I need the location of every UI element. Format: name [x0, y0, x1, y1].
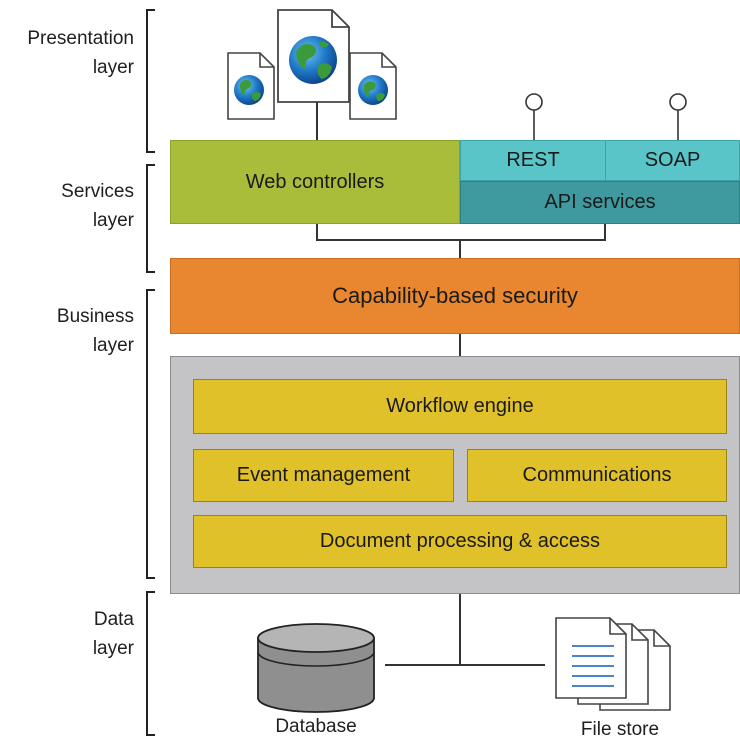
- soap-endpoint-icon: [669, 93, 687, 140]
- data-connector: [459, 594, 461, 665]
- api-services-label: API services: [544, 191, 656, 213]
- web-controllers-box: Web controllers: [170, 140, 460, 224]
- soap-box: SOAP: [605, 140, 740, 181]
- presentation-layer-label-line1: Presentation: [27, 28, 134, 49]
- services-connector: [316, 224, 318, 240]
- communications-label: Communications: [522, 464, 672, 486]
- communications-box: Communications: [467, 449, 727, 502]
- rest-box: REST: [460, 140, 606, 181]
- database-icon: [257, 623, 375, 713]
- capability-security-box: Capability-based security: [170, 258, 740, 334]
- globe-document-icon: [227, 52, 275, 120]
- services-layer-label: Services layer: [0, 177, 134, 235]
- services-connector: [604, 224, 606, 240]
- data-connector: [385, 664, 545, 666]
- web-controllers-label: Web controllers: [245, 170, 385, 193]
- globe-document-icon: [349, 52, 397, 120]
- database-caption: Database: [275, 716, 357, 737]
- event-management-label: Event management: [236, 464, 411, 486]
- rest-label: REST: [506, 149, 560, 171]
- data-layer-label-line2: layer: [92, 638, 134, 659]
- presentation-layer-label-line2: layer: [92, 57, 134, 78]
- security-connector: [459, 334, 461, 356]
- data-layer-label-line1: Data: [93, 609, 134, 630]
- services-layer-bracket: [146, 164, 155, 273]
- file-store-icon: [555, 617, 671, 711]
- soap-label: SOAP: [644, 149, 701, 171]
- presentation-connector: [316, 102, 318, 140]
- business-layer-bracket: [146, 289, 155, 579]
- file-store-caption: File store: [580, 719, 660, 740]
- document-stack-icon: [555, 617, 671, 711]
- presentation-layer-bracket: [146, 9, 155, 153]
- document-processing-box: Document processing & access: [193, 515, 727, 568]
- data-layer-bracket: [146, 591, 155, 736]
- business-layer-label: Business layer: [0, 302, 134, 360]
- presentation-layer-label: Presentation layer: [0, 24, 134, 82]
- business-layer-label-line2: layer: [92, 335, 134, 356]
- workflow-engine-label: Workflow engine: [386, 395, 534, 417]
- services-connector: [316, 239, 606, 241]
- business-layer-label-line1: Business: [56, 306, 134, 327]
- document-processing-label: Document processing & access: [319, 530, 601, 552]
- capability-security-label: Capability-based security: [332, 283, 578, 308]
- globe-document-icon: [277, 9, 350, 103]
- services-connector: [459, 240, 461, 258]
- data-layer-label: Data layer: [0, 605, 134, 663]
- event-management-box: Event management: [193, 449, 454, 502]
- database-cylinder-icon: [257, 623, 375, 713]
- api-services-box: API services: [460, 181, 740, 224]
- rest-endpoint-icon: [525, 93, 543, 140]
- services-layer-label-line1: Services: [61, 181, 134, 202]
- presentation-pages-icon: [227, 9, 397, 120]
- workflow-engine-box: Workflow engine: [193, 379, 727, 434]
- services-layer-label-line2: layer: [92, 210, 134, 231]
